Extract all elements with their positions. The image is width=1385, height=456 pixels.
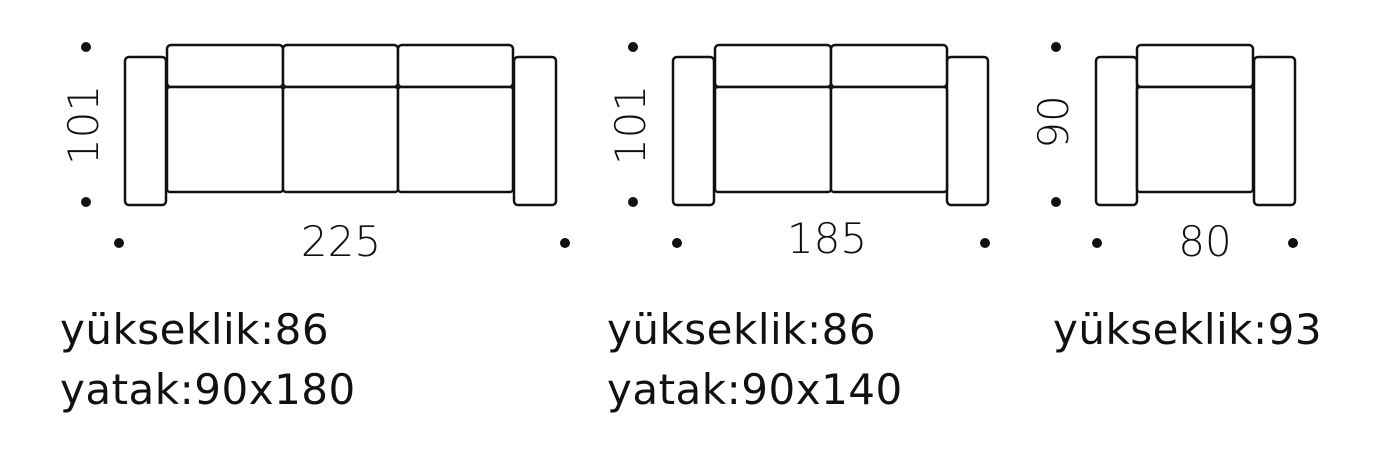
- depth-label: 101: [606, 85, 655, 165]
- armchair-drawing: 90 80: [1029, 42, 1298, 266]
- depth-label: 90: [1029, 95, 1078, 148]
- two-seater-drawing: 101 185: [606, 42, 990, 263]
- width-label: 185: [787, 214, 867, 263]
- three-seater-height: yükseklik:86: [60, 305, 330, 354]
- three-seater-bed: yatak:90x180: [60, 365, 356, 414]
- armchair-height: yükseklik:93: [1053, 305, 1323, 354]
- width-label: 225: [301, 217, 381, 266]
- width-label: 80: [1178, 217, 1231, 266]
- two-seater-bed: yatak:90x140: [607, 365, 903, 414]
- three-seater-drawing: 101 225: [59, 42, 570, 266]
- depth-label: 101: [59, 85, 108, 165]
- two-seater-height: yükseklik:86: [607, 305, 877, 354]
